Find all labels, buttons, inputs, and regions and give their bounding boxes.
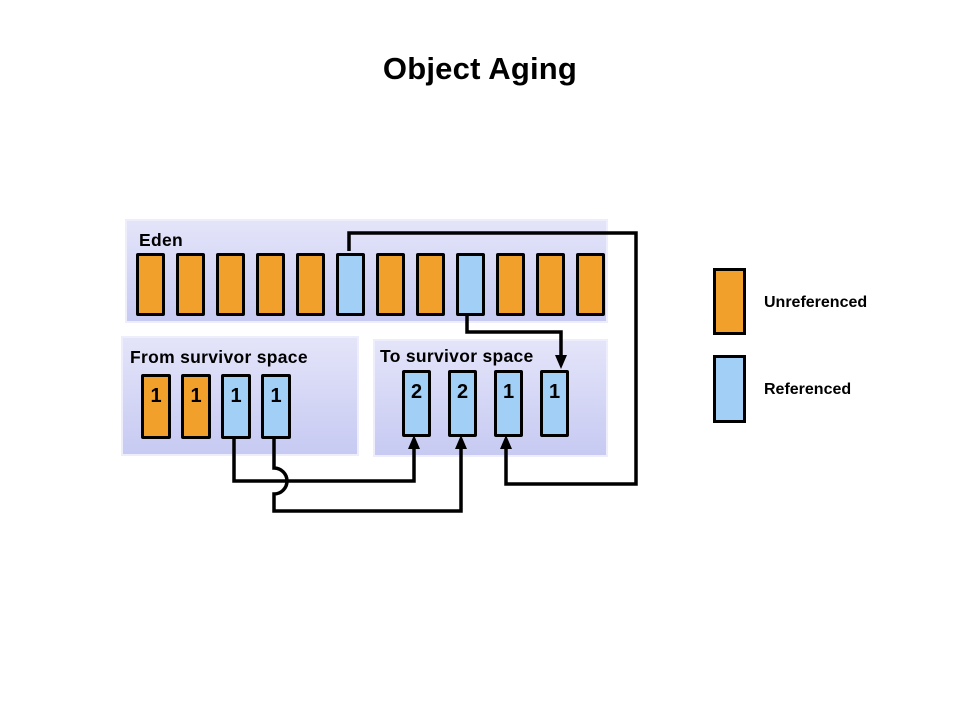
to-survivor-label: To survivor space	[380, 346, 534, 366]
memory-cell-unreferenced-age-1: 1	[141, 374, 171, 439]
memory-cell-referenced-age-1: 1	[261, 374, 291, 439]
memory-cell-unreferenced	[256, 253, 285, 316]
memory-cell-referenced-age-1: 1	[494, 370, 523, 437]
legend-label-unreferenced: Unreferenced	[764, 294, 868, 311]
eden-cells	[136, 253, 605, 316]
legend-label-referenced: Referenced	[764, 381, 852, 398]
memory-cell-unreferenced	[376, 253, 405, 316]
memory-cell-unreferenced	[216, 253, 245, 316]
memory-cell-unreferenced	[176, 253, 205, 316]
slide-title: Object Aging	[382, 51, 578, 86]
memory-cell-referenced-age-2: 2	[448, 370, 477, 437]
eden-label: Eden	[139, 230, 183, 250]
from-survivor-label: From survivor space	[130, 347, 308, 367]
memory-cell-unreferenced	[536, 253, 565, 316]
eden-region: Eden	[125, 219, 608, 323]
memory-cell-unreferenced-age-1: 1	[181, 374, 211, 439]
memory-cell-unreferenced	[136, 253, 165, 316]
memory-cell-unreferenced	[296, 253, 325, 316]
memory-cell-unreferenced	[576, 253, 605, 316]
memory-cell-unreferenced	[416, 253, 445, 316]
memory-cell-referenced-age-2: 2	[402, 370, 431, 437]
memory-cell-unreferenced	[496, 253, 525, 316]
legend-swatch-unreferenced	[713, 268, 746, 335]
memory-cell-referenced	[336, 253, 365, 316]
memory-cell-referenced-age-1: 1	[540, 370, 569, 437]
legend-swatch-referenced	[713, 355, 746, 423]
memory-cell-referenced	[456, 253, 485, 316]
memory-cell-referenced-age-1: 1	[221, 374, 251, 439]
